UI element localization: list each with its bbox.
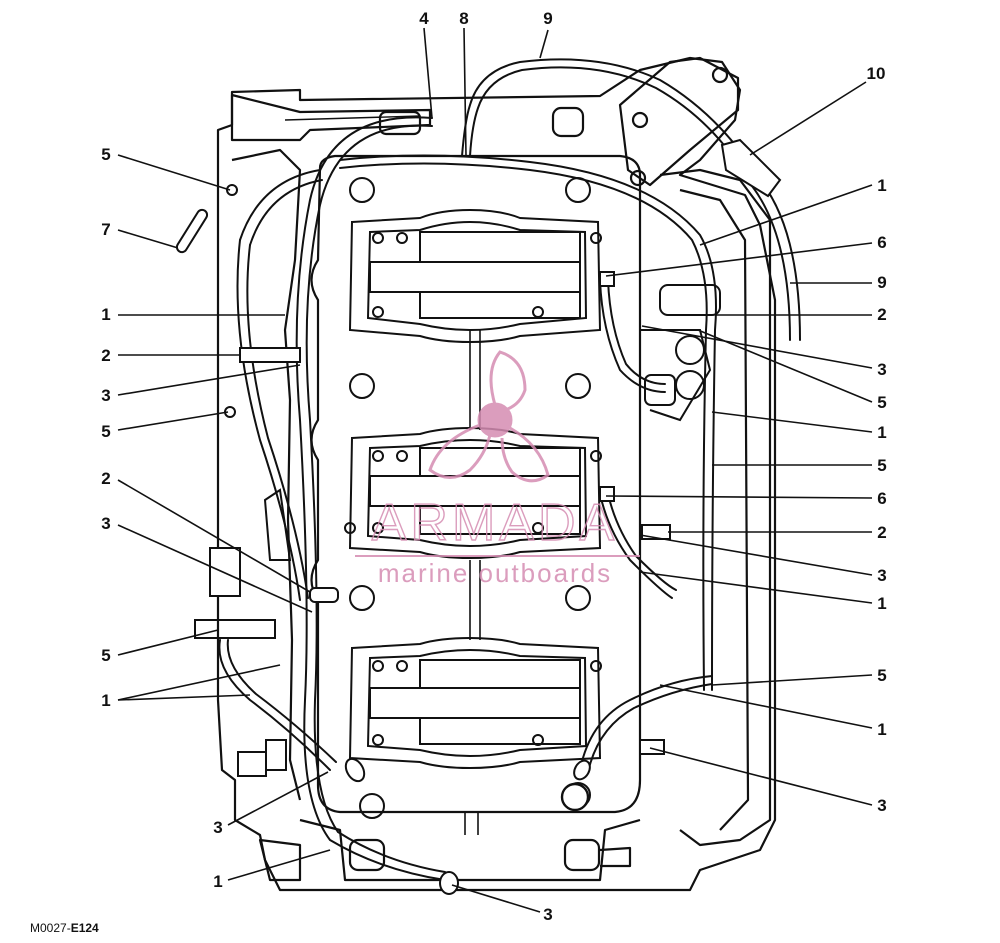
callout-5-left-1: 5 bbox=[101, 145, 110, 164]
callout-1-right-3: 1 bbox=[877, 594, 886, 613]
figure-reference: M0027-E124 bbox=[30, 921, 99, 935]
reed-port-bottom bbox=[348, 636, 602, 770]
figure-ref-suffix: E124 bbox=[71, 921, 99, 935]
cylinder-cover-plate bbox=[310, 154, 642, 835]
hose-fittings bbox=[209, 138, 782, 895]
callout-2-left-1: 2 bbox=[101, 346, 110, 365]
callout-1-right-1: 1 bbox=[877, 176, 886, 195]
callout-10: 10 bbox=[867, 64, 886, 83]
callout-3-bottom: 3 bbox=[543, 905, 552, 924]
pin-part-7 bbox=[175, 208, 209, 254]
callout-4: 4 bbox=[419, 9, 429, 28]
callout-6-right-2: 6 bbox=[877, 489, 886, 508]
watermark: ARMADA marine outboards bbox=[355, 350, 640, 588]
callout-1-left-2: 1 bbox=[101, 691, 110, 710]
callout-1-right-2: 1 bbox=[877, 423, 886, 442]
callout-5-right-1: 5 bbox=[877, 393, 886, 412]
watermark-brand: ARMADA bbox=[372, 494, 618, 552]
callout-5-right-2: 5 bbox=[877, 456, 886, 475]
bleed-hoses bbox=[218, 58, 801, 881]
callout-2-left-2: 2 bbox=[101, 469, 110, 488]
callout-1-right-4: 1 bbox=[877, 720, 886, 739]
plate-bolts bbox=[349, 177, 591, 819]
reed-port-top bbox=[348, 208, 602, 344]
callout-2-right-2: 2 bbox=[877, 523, 886, 542]
callout-3-right-3: 3 bbox=[877, 796, 886, 815]
leader-lines bbox=[117, 27, 873, 913]
callout-3-right-2: 3 bbox=[877, 566, 886, 585]
watermark-tagline: marine outboards bbox=[378, 558, 612, 588]
callout-labels: 4 8 9 10 5 7 1 2 3 5 2 3 5 1 3 1 3 1 6 9… bbox=[101, 9, 886, 924]
callout-1-left-3: 1 bbox=[213, 872, 222, 891]
callout-3-right-1: 3 bbox=[877, 360, 886, 379]
lower-left-component bbox=[194, 488, 292, 771]
callout-3-left-1: 3 bbox=[101, 386, 110, 405]
callout-9-right: 9 bbox=[877, 273, 886, 292]
callout-7: 7 bbox=[101, 220, 110, 239]
callout-2-right-1: 2 bbox=[877, 305, 886, 324]
engine-block bbox=[216, 56, 777, 892]
callout-3-left-3: 3 bbox=[213, 818, 222, 837]
callout-9-top: 9 bbox=[543, 9, 552, 28]
callout-5-left-3: 5 bbox=[101, 646, 110, 665]
callout-8: 8 bbox=[459, 9, 468, 28]
fuel-pump-components bbox=[640, 284, 721, 422]
callout-6-right-1: 6 bbox=[877, 233, 886, 252]
callout-5-right-3: 5 bbox=[877, 666, 886, 685]
propeller-logo bbox=[428, 350, 550, 483]
figure-ref-prefix: M0027- bbox=[30, 921, 71, 935]
callout-1-left-1: 1 bbox=[101, 305, 110, 324]
callout-3-left-2: 3 bbox=[101, 514, 110, 533]
callout-5-left-2: 5 bbox=[101, 422, 110, 441]
